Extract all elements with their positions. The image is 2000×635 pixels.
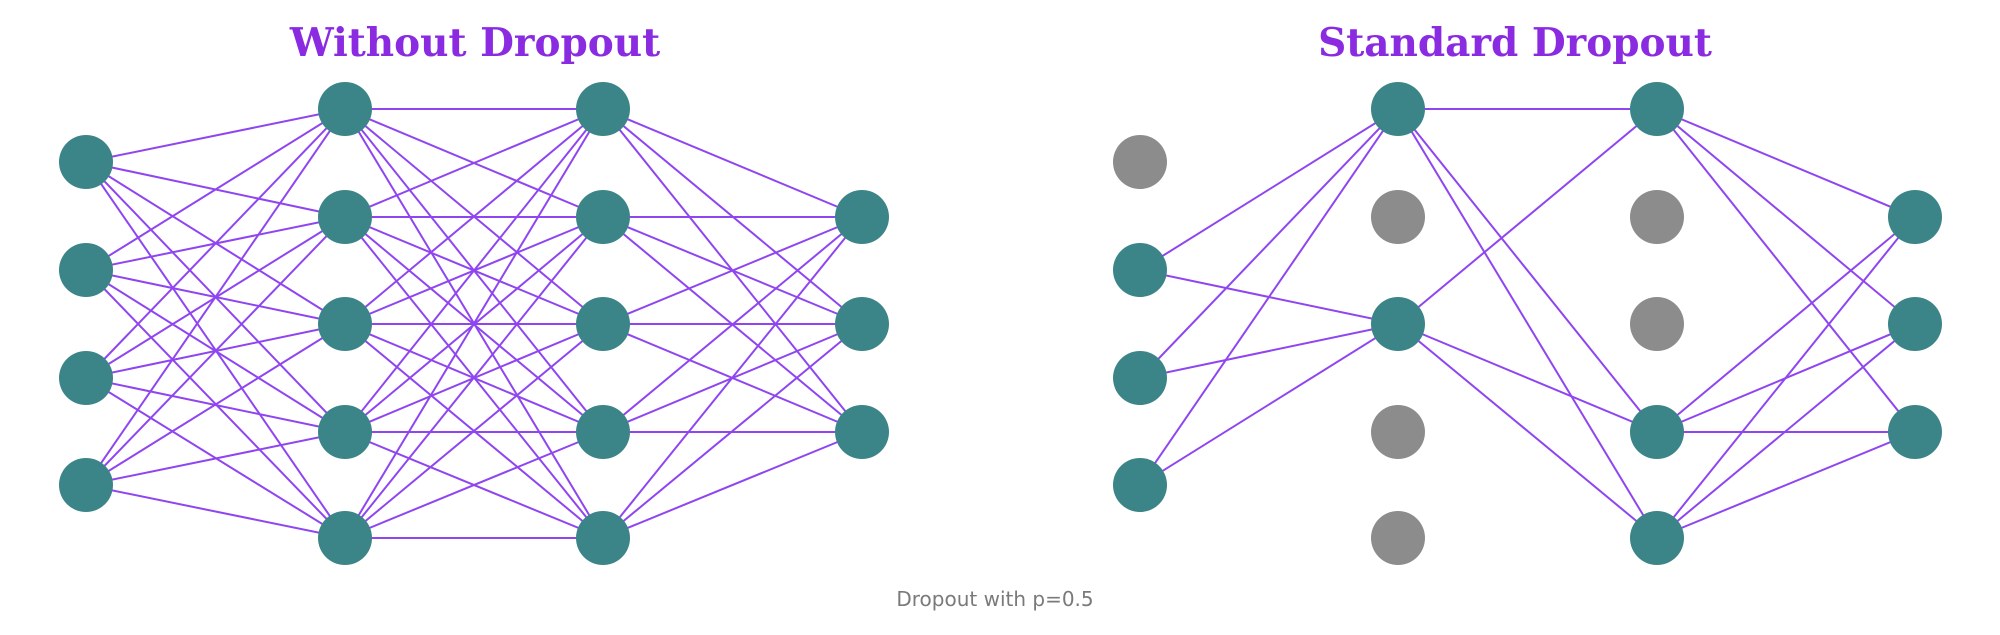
connection-edge <box>602 323 863 539</box>
connection-edge <box>85 108 346 163</box>
connection-edge <box>344 108 604 539</box>
dropped-neuron-node <box>1371 190 1425 244</box>
connection-edge <box>344 108 604 218</box>
edges-layer <box>85 108 1916 539</box>
dropped-neuron-node <box>1630 190 1684 244</box>
neuron-node <box>318 405 372 459</box>
connection-edge <box>1656 216 1916 539</box>
connection-edge <box>344 108 604 325</box>
connection-edge <box>344 431 604 539</box>
connection-edge <box>1397 323 1658 433</box>
connection-edge <box>1656 323 1916 539</box>
neuron-node <box>1113 458 1167 512</box>
connection-edge <box>85 108 346 379</box>
connection-edge <box>1139 108 1399 271</box>
connection-edge <box>85 323 346 486</box>
nodes-layer <box>59 82 1942 565</box>
connection-edge <box>602 216 863 325</box>
connection-edge <box>602 216 863 433</box>
dropped-neuron-node <box>1371 511 1425 565</box>
connection-edge <box>602 431 863 539</box>
neuron-node <box>59 135 113 189</box>
connection-edge <box>1139 108 1399 486</box>
neuron-node <box>1630 511 1684 565</box>
connection-edge <box>85 431 346 486</box>
panel-title-without-dropout: Without Dropout <box>289 20 660 66</box>
neuron-node <box>1630 405 1684 459</box>
connection-edge <box>1656 431 1916 539</box>
dropped-neuron-node <box>1630 297 1684 351</box>
neuron-node <box>576 190 630 244</box>
neuron-node <box>835 405 889 459</box>
connection-edge <box>1656 216 1916 433</box>
connection-edge <box>85 484 346 539</box>
connection-edge <box>602 108 863 218</box>
neuron-node <box>1371 297 1425 351</box>
connection-edge <box>602 216 863 539</box>
neuron-node <box>59 243 113 297</box>
connection-edge <box>1397 108 1658 325</box>
neuron-node <box>318 511 372 565</box>
connection-edge <box>1397 323 1658 539</box>
dropped-neuron-node <box>1371 405 1425 459</box>
neuron-node <box>835 297 889 351</box>
neuron-node <box>1888 405 1942 459</box>
connection-edge <box>1397 108 1658 539</box>
dropped-neuron-node <box>1113 135 1167 189</box>
neuron-node <box>59 458 113 512</box>
connection-edge <box>344 216 604 539</box>
connection-edge <box>1139 323 1399 379</box>
neuron-node <box>1888 190 1942 244</box>
neuron-node <box>835 190 889 244</box>
connection-edge <box>1656 108 1916 218</box>
figure-caption: Dropout with p=0.5 <box>896 587 1093 611</box>
connection-edge <box>344 108 604 433</box>
connection-edge <box>85 216 346 486</box>
connection-edge <box>85 108 346 271</box>
connection-edge <box>1139 323 1399 486</box>
neuron-node <box>318 82 372 136</box>
neuron-node <box>318 190 372 244</box>
connection-edge <box>1656 108 1916 325</box>
neuron-node <box>576 405 630 459</box>
panel-title-standard-dropout: Standard Dropout <box>1318 20 1712 66</box>
neuron-node <box>576 511 630 565</box>
neuron-node <box>1113 351 1167 405</box>
neuron-node <box>59 351 113 405</box>
neuron-node <box>576 297 630 351</box>
connection-edge <box>85 108 346 486</box>
neuron-node <box>576 82 630 136</box>
neuron-node <box>1371 82 1425 136</box>
connection-edge <box>344 323 604 539</box>
connection-edge <box>1656 108 1916 433</box>
neuron-node <box>1888 297 1942 351</box>
neuron-node <box>318 297 372 351</box>
connection-edge <box>1139 108 1399 379</box>
neuron-node <box>1113 243 1167 297</box>
neuron-node <box>1630 82 1684 136</box>
connection-edge <box>1397 108 1658 433</box>
